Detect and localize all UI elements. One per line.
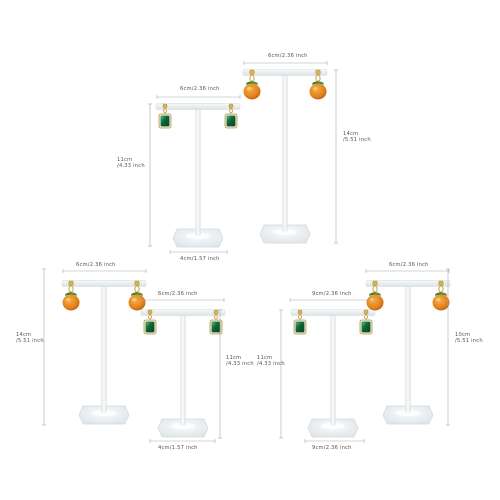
dim-width-bottom-right-short xyxy=(289,298,375,302)
stand-bar xyxy=(365,280,451,287)
height-label-top-left: 11cm/4.33 inch xyxy=(117,157,145,169)
dim-height-bottom-left-short xyxy=(218,309,222,439)
width-label-bottom-left-tall: 6cm/2.36 inch xyxy=(76,262,116,268)
width-label-bottom-left-short: 6cm/2.36 inch xyxy=(158,291,198,297)
dim-width-bottom-left-short xyxy=(140,298,225,302)
dim-width-top-right xyxy=(243,61,328,65)
dim-height-bottom-left-tall xyxy=(42,268,46,426)
height-label-top-right: 14cm/5.51 inch xyxy=(343,131,371,143)
width-label-top-right: 6cm/2.36 inch xyxy=(268,53,308,59)
stand-post xyxy=(101,285,107,413)
dim-base-top xyxy=(169,250,228,254)
height-label-bottom-right-short: 11cm/4.33 inch xyxy=(257,355,285,367)
stand-post xyxy=(330,314,336,426)
dim-height-top-right xyxy=(334,69,338,244)
base-highlight xyxy=(171,423,195,429)
base-highlight xyxy=(321,423,345,429)
display-stand-top-right xyxy=(242,69,328,244)
display-stand-bottom-left-tall xyxy=(61,280,147,425)
display-stand-top-left xyxy=(155,103,241,248)
stand-bar xyxy=(61,280,147,287)
base-label-bottom-left: 4cm/1.57 inch xyxy=(158,445,198,451)
base-label-top: 4cm/1.57 inch xyxy=(180,256,220,262)
stand-post xyxy=(195,108,201,236)
base-label-bottom-right: 9cm/2.36 inch xyxy=(312,445,352,451)
height-label-bottom-left-tall: 14cm/5.51 inch xyxy=(16,332,44,344)
dim-height-bottom-right-tall xyxy=(446,268,450,426)
width-label-top-left: 6cm/2.36 inch xyxy=(180,86,220,92)
width-label-bottom-right-tall: 6cm/2.36 inch xyxy=(389,262,429,268)
base-highlight xyxy=(186,233,210,239)
display-stand-bottom-left-short xyxy=(140,309,226,438)
display-stand-bottom-right-tall xyxy=(365,280,451,425)
dim-height-top-left xyxy=(148,103,152,247)
stand-bar xyxy=(140,309,226,316)
dim-height-bottom-right-short xyxy=(279,309,283,439)
stand-post xyxy=(282,74,288,232)
dim-width-top-left xyxy=(156,95,241,99)
stand-bar xyxy=(242,69,328,76)
base-highlight xyxy=(396,410,420,416)
height-label-bottom-left-short: 11cm/4.33 inch xyxy=(226,355,254,367)
display-stand-bottom-right-short xyxy=(290,309,376,438)
dim-width-bottom-left-tall xyxy=(62,269,147,273)
dim-base-bottom-right xyxy=(304,439,365,443)
width-label-bottom-right-short: 9cm/2.36 inch xyxy=(312,291,352,297)
stand-bar xyxy=(155,103,241,110)
stand-bar xyxy=(290,309,376,316)
dim-base-bottom-left xyxy=(149,439,216,443)
dim-width-bottom-right-tall xyxy=(365,269,450,273)
base-highlight xyxy=(273,229,297,235)
height-label-bottom-right-tall: 10cm/5.51 inch xyxy=(455,332,483,344)
stand-post xyxy=(180,314,186,426)
stand-post xyxy=(405,285,411,413)
base-highlight xyxy=(92,410,116,416)
